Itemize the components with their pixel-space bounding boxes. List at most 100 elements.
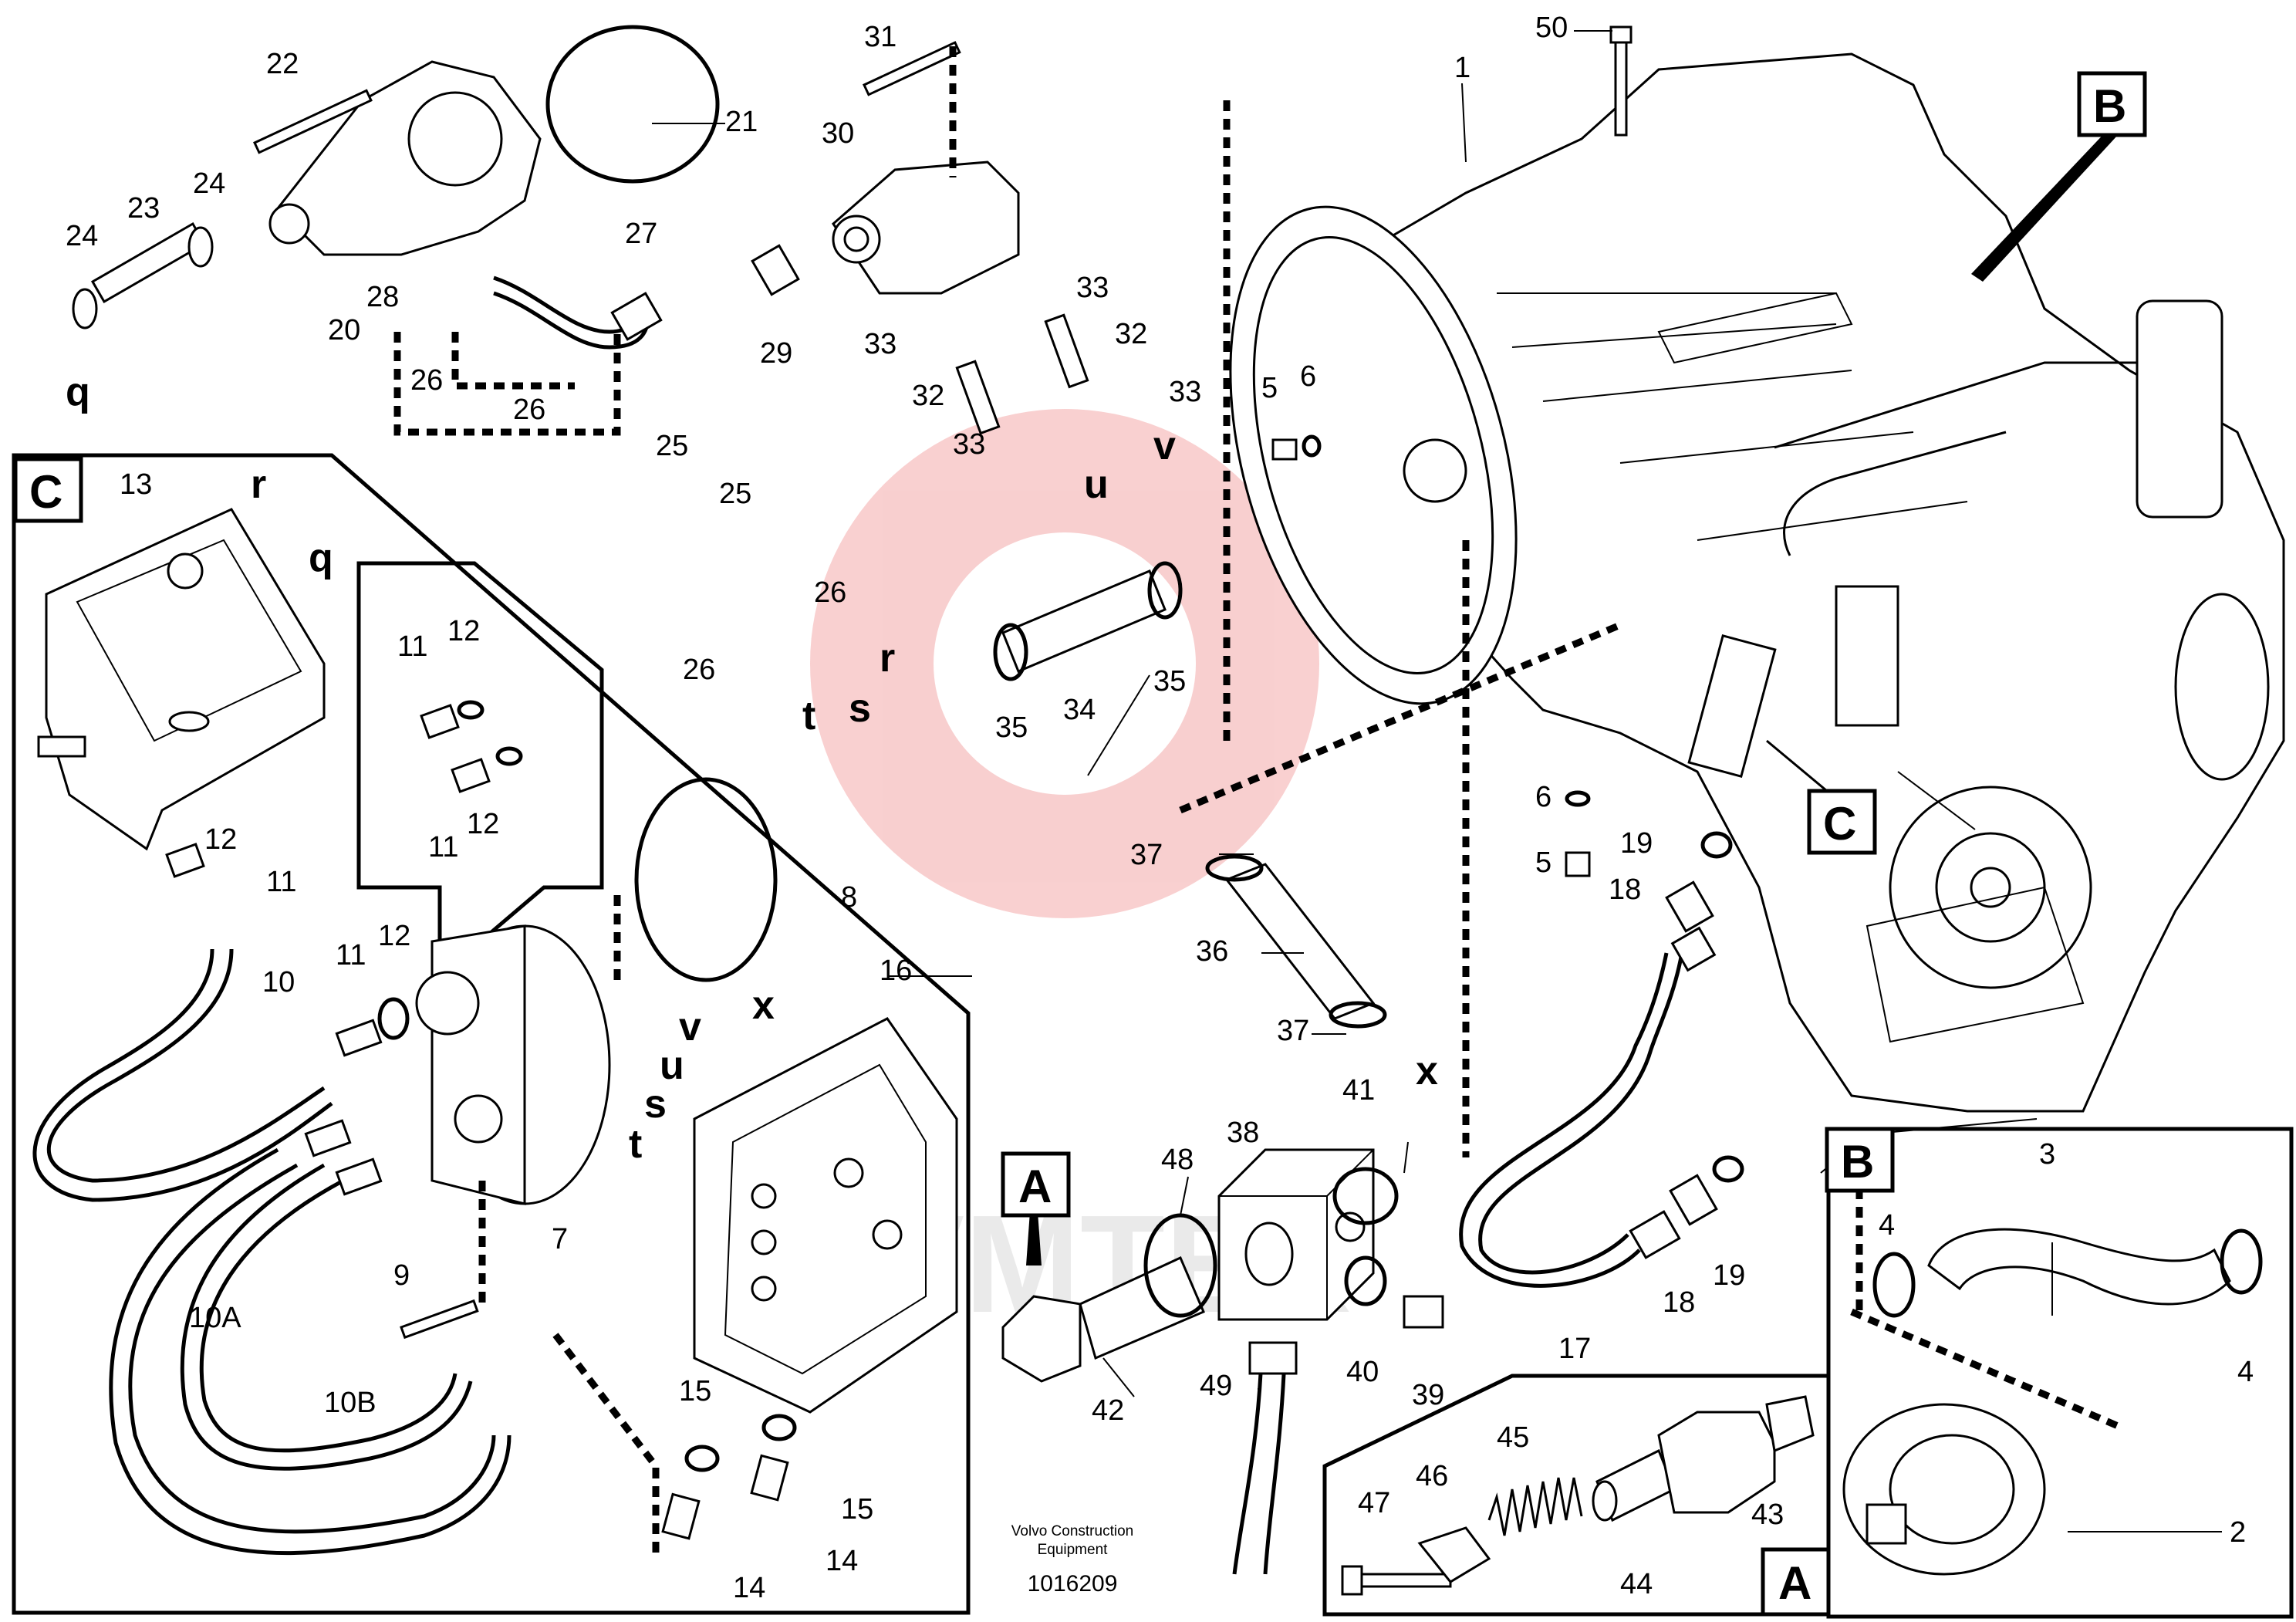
- label-2: 2: [2230, 1516, 2246, 1549]
- hose-27: [493, 275, 663, 350]
- label-15a: 15: [679, 1375, 711, 1407]
- label-3: 3: [2039, 1138, 2055, 1171]
- label-35b: 35: [1153, 665, 1186, 698]
- label-26a: 26: [410, 364, 443, 397]
- label-30: 30: [822, 117, 854, 150]
- box-c-main: C: [1823, 798, 1856, 850]
- label-26b: 26: [513, 394, 545, 426]
- label-33d: 33: [953, 428, 985, 461]
- hose-49: [1232, 1341, 1298, 1575]
- label-39: 39: [1412, 1379, 1444, 1411]
- label-5b: 5: [1535, 846, 1551, 879]
- housing-20: [268, 60, 542, 256]
- washer-40: [1344, 1255, 1387, 1306]
- label-12a: 12: [447, 615, 480, 647]
- label-11d: 11: [336, 939, 366, 972]
- valve-body-13: [37, 508, 326, 851]
- bolt-31: [863, 41, 961, 96]
- fitting-29: [751, 244, 800, 296]
- o-ring-8: [634, 777, 778, 982]
- letter-r-c: r: [251, 462, 266, 507]
- label-25a: 25: [656, 430, 688, 462]
- label-36: 36: [1196, 935, 1228, 968]
- label-42: 42: [1092, 1394, 1124, 1427]
- label-7: 7: [552, 1223, 568, 1255]
- label-50: 50: [1535, 12, 1568, 44]
- pipe-23: [72, 221, 214, 329]
- label-12c: 12: [204, 823, 237, 856]
- label-15b: 15: [841, 1493, 873, 1526]
- hose-17: [1459, 926, 1717, 1288]
- fittings-11-12: [165, 700, 523, 1196]
- label-32a: 32: [1115, 318, 1147, 350]
- label-23: 23: [127, 192, 160, 225]
- connection-dashes: [393, 46, 2123, 1559]
- label-41: 41: [1342, 1074, 1375, 1107]
- label-4a: 4: [1879, 1209, 1895, 1242]
- box-b-main: B: [2093, 80, 2126, 132]
- letter-u-top: u: [1084, 462, 1109, 507]
- label-38: 38: [1227, 1117, 1259, 1149]
- bolt-47: [1341, 1565, 1452, 1596]
- pipe-36: [1205, 854, 1387, 1029]
- label-19b: 19: [1713, 1259, 1745, 1292]
- box-c-detail: C: [29, 466, 62, 518]
- document-number: 1016209: [1028, 1571, 1118, 1597]
- detail-box-labels: B B C C A A: [13, 71, 2147, 1617]
- label-34: 34: [1063, 694, 1096, 726]
- pipe-32: [955, 313, 1089, 435]
- pipe-34: [993, 561, 1183, 681]
- label-10: 10: [262, 966, 295, 999]
- label-16: 16: [880, 955, 912, 987]
- pump-7: [415, 924, 611, 1205]
- bolt-9: [400, 1299, 479, 1340]
- letter-q-c: q: [309, 536, 333, 580]
- box-b-detail: B: [1841, 1136, 1874, 1188]
- fitting-18: [1665, 880, 1718, 1226]
- label-31: 31: [864, 21, 896, 53]
- label-24a: 24: [193, 167, 225, 200]
- label-40: 40: [1346, 1356, 1379, 1388]
- label-9: 9: [393, 1259, 410, 1292]
- valve-seat-43: [1657, 1395, 1815, 1514]
- pointer-a: [1026, 1211, 1042, 1265]
- label-26c: 26: [814, 576, 846, 609]
- label-48: 48: [1161, 1144, 1194, 1176]
- washer-41: [1332, 1167, 1399, 1225]
- label-20: 20: [328, 314, 360, 346]
- label-12b: 12: [467, 808, 499, 840]
- transmission-housing: [1229, 52, 2285, 1113]
- label-37a: 37: [1130, 839, 1163, 871]
- label-18b: 18: [1663, 1286, 1695, 1319]
- label-10a: 10A: [189, 1302, 241, 1334]
- detail-a-frame: [1322, 1374, 1831, 1617]
- label-12d: 12: [378, 920, 410, 952]
- o-ring-4: [1872, 1228, 2263, 1318]
- plate-46: [1417, 1526, 1491, 1583]
- leader-lines: [652, 30, 2222, 1532]
- hose-10: [32, 948, 333, 1202]
- label-33a: 33: [1076, 272, 1109, 304]
- label-11b: 11: [428, 831, 458, 863]
- label-37b: 37: [1277, 1015, 1309, 1047]
- hose-10b: [180, 1163, 473, 1471]
- letter-t-c: t: [629, 1122, 642, 1167]
- label-1: 1: [1454, 52, 1470, 84]
- label-11c: 11: [266, 866, 296, 898]
- label-13: 13: [120, 468, 152, 501]
- label-28: 28: [366, 281, 399, 313]
- label-6a: 6: [1300, 360, 1316, 393]
- label-26d: 26: [683, 654, 715, 686]
- letter-s-top: s: [849, 686, 871, 731]
- valve-plate-16: [693, 1017, 958, 1414]
- company-line2: Equipment: [1038, 1542, 1109, 1558]
- connection-letters: q r q r t s u v v u s t x x: [66, 370, 1438, 1167]
- label-21: 21: [725, 106, 758, 138]
- label-33b: 33: [864, 328, 896, 360]
- label-47: 47: [1358, 1487, 1390, 1519]
- label-6b: 6: [1535, 781, 1551, 813]
- plug-5: [1271, 434, 1591, 877]
- label-27: 27: [625, 218, 657, 250]
- label-43: 43: [1751, 1499, 1784, 1531]
